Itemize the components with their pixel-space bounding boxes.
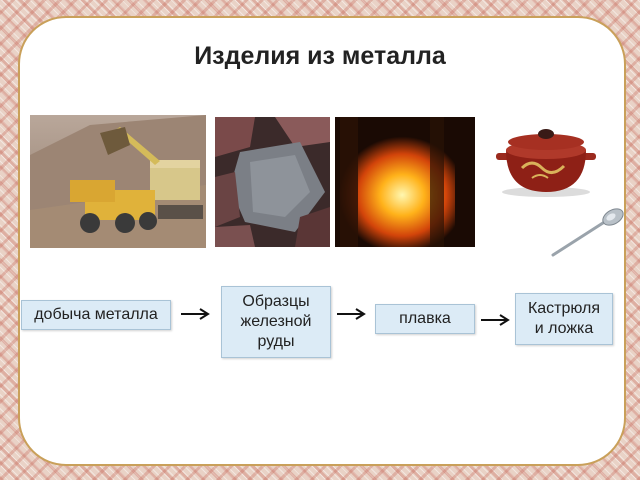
arrow-right-icon — [181, 308, 210, 320]
flow-step-ore: Образцы железной руды — [221, 286, 331, 358]
flow-step-products: Кастрюля и ложка — [515, 293, 613, 345]
ore-photo — [215, 117, 330, 247]
furnace-photo — [335, 117, 475, 247]
spoon-photo — [548, 207, 626, 261]
arrow-right-icon — [481, 314, 510, 326]
flow-step-smelting: плавка — [375, 304, 475, 334]
slide-title: Изделия из металла — [194, 42, 446, 70]
pot-photo — [492, 120, 600, 198]
arrow-right-icon — [337, 308, 366, 320]
flow-step-mining: добыча металла — [21, 300, 171, 330]
mining-photo — [30, 115, 206, 248]
